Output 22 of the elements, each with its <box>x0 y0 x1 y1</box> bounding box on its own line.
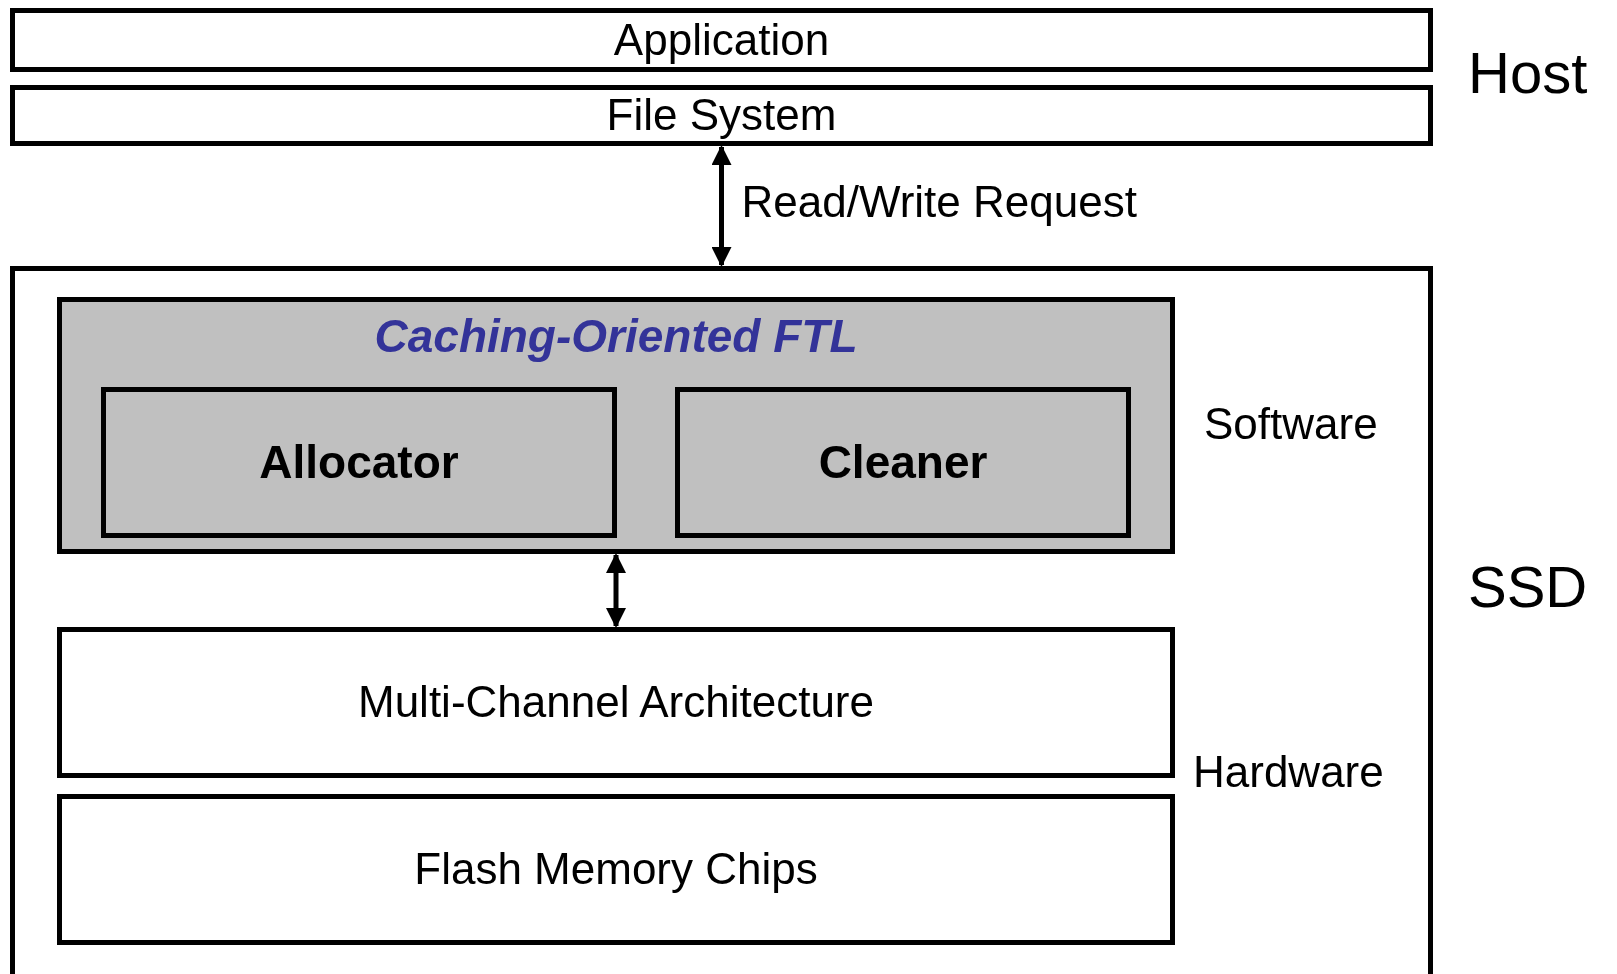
edge-label: Read/Write Request <box>741 180 1137 224</box>
layer-label: SSD <box>1468 558 1588 616</box>
layer-label: Host <box>1468 44 1588 102</box>
box-label: File System <box>606 92 837 139</box>
group-box <box>57 297 1175 554</box>
box-label: Multi-Channel Architecture <box>358 679 874 726</box>
layer-box <box>675 387 1131 538</box>
layer-box <box>57 794 1175 945</box>
box-label: Cleaner <box>818 438 988 487</box>
layer-box <box>10 85 1433 146</box>
double-arrow <box>606 553 626 628</box>
layer-box <box>10 8 1433 72</box>
layer-box <box>57 627 1175 778</box>
layer-box <box>101 387 617 538</box>
box-label: Application <box>613 16 830 64</box>
box-label: Flash Memory Chips <box>414 846 818 893</box>
group-title: Caching-Oriented FTL <box>374 312 858 361</box>
box-label: Allocator <box>259 438 459 487</box>
layer-label: Software <box>1204 402 1378 446</box>
container-box <box>10 266 1433 974</box>
layer-label: Hardware <box>1193 750 1384 794</box>
double-arrow <box>711 145 732 267</box>
